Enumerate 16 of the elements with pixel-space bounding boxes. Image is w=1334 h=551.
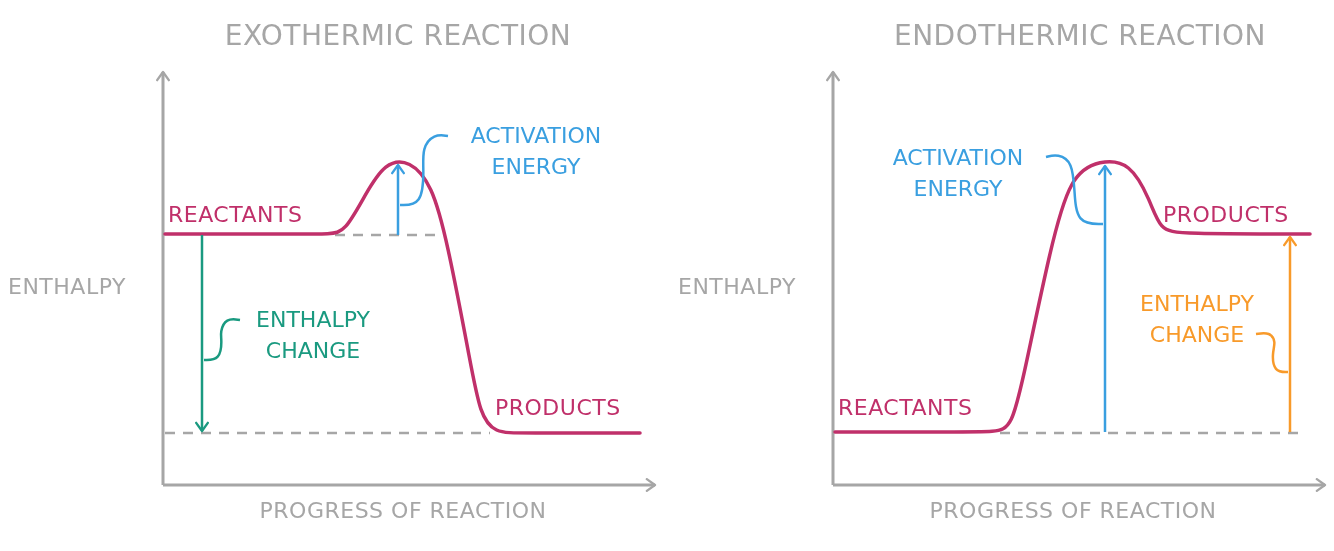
leader-line [1045,154,1103,226]
level-label: REACTANTS [838,394,974,422]
axis-label: ENTHALPY [8,273,127,301]
axis-label: PROGRESS OF REACTION [258,497,548,525]
axis-label: ENTHALPY [678,273,797,301]
level-label: PRODUCTS [495,394,622,422]
annotation-label: ENTHALPY CHANGE [238,304,388,366]
chart-title: EXOTHERMIC REACTION [223,18,573,54]
level-label: REACTANTS [168,201,304,229]
chart-title: ENDOTHERMIC REACTION [892,18,1268,54]
annotation-label: ACTIVATION ENERGY [868,142,1048,204]
annotation-label: ENTHALPY CHANGE [1118,288,1276,350]
axis-label: PROGRESS OF REACTION [928,497,1218,525]
leader-line [400,134,449,207]
level-label: PRODUCTS [1163,201,1290,229]
annotation-label: ACTIVATION ENERGY [448,120,624,182]
